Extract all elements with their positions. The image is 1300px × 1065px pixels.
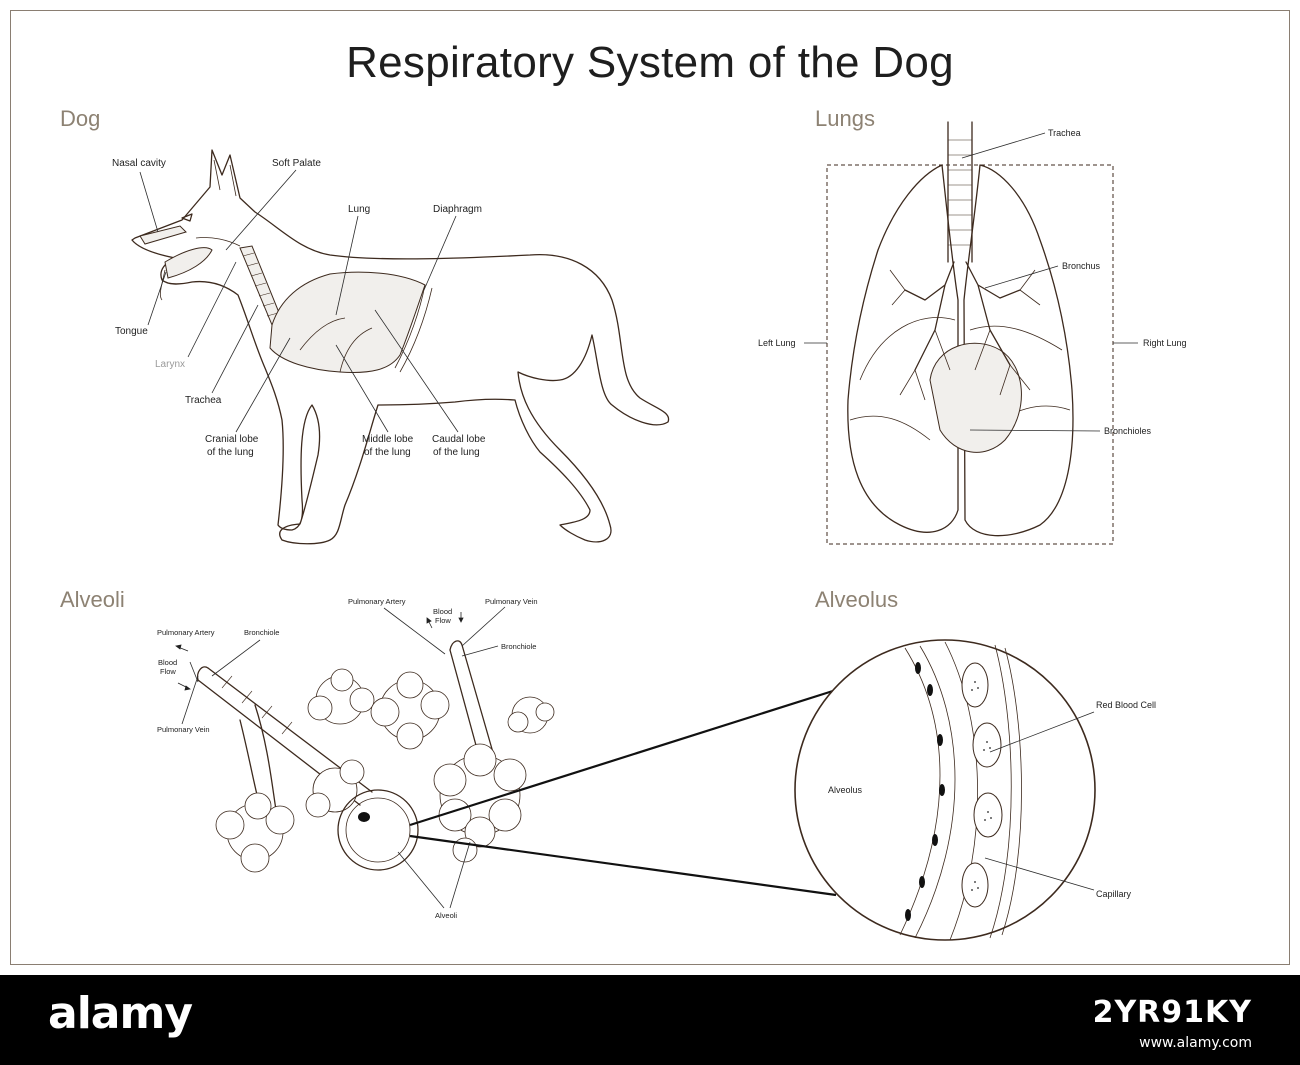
bronchiole-branches — [889, 269, 1041, 401]
alveoli-label-blood-flow-top-2: Flow — [435, 616, 451, 625]
alveolus-label-capillary: Capillary — [1096, 889, 1132, 899]
left-lung-shape — [847, 164, 959, 533]
right-lung-shape — [963, 164, 1074, 537]
label-soft-palate: Soft Palate — [272, 158, 321, 169]
label-middle-lobe-line2: of the lung — [364, 447, 411, 458]
alveoli-label-pulmonary-artery-top: Pulmonary Artery — [348, 597, 406, 606]
lungs-leader-lines — [804, 132, 1138, 432]
image-id: 2YR91KY — [1092, 995, 1252, 1030]
label-middle-lobe-line1: Middle lobe — [362, 434, 414, 445]
label-trachea: Trachea — [185, 395, 222, 406]
label-cranial-lobe-line2: of the lung — [207, 447, 254, 458]
alveoli-label-pulmonary-vein-top: Pulmonary Vein — [485, 597, 538, 606]
alveoli-leader-lines — [181, 606, 506, 909]
trachea-shape — [239, 245, 283, 326]
lungs-illustration: Trachea Bronchus Left Lung Right Lung Br… — [758, 121, 1187, 545]
alamy-logo: alamy — [48, 988, 193, 1039]
alveolus-label-alveolus: Alveolus — [828, 785, 863, 795]
dog-lung-shape — [269, 271, 426, 373]
red-blood-cells — [961, 662, 1003, 908]
section-heading-dog: Dog — [60, 106, 101, 131]
alveoli-label-pulmonary-artery-left: Pulmonary Artery — [157, 628, 215, 637]
alveoli-label-blood-flow-left-1: Blood — [158, 658, 177, 667]
alveolus-cross-section — [337, 789, 419, 871]
alveolus-leader-lines — [984, 711, 1095, 891]
label-tongue: Tongue — [115, 326, 148, 337]
page-title: Respiratory System of the Dog — [346, 38, 954, 87]
lungs-trachea — [947, 121, 973, 263]
anatomy-diagram: Nasal cavity Soft Palate Lung Diaphragm … — [112, 121, 1187, 941]
label-caudal-lobe-line1: Caudal lobe — [432, 434, 486, 445]
alveoli-label-blood-flow-left-2: Flow — [160, 667, 176, 676]
alveolus-opening — [358, 812, 370, 822]
alveoli-illustration: Pulmonary Artery Bronchiole Blood Flow P… — [157, 597, 837, 920]
lungs-dashed-frame — [826, 164, 1114, 545]
label-caudal-lobe-line2: of the lung — [433, 447, 480, 458]
lungs-label-right-lung: Right Lung — [1143, 338, 1187, 348]
alveoli-label-pulmonary-vein-left: Pulmonary Vein — [157, 725, 210, 734]
watermark-footer — [0, 975, 1300, 1065]
lungs-label-trachea: Trachea — [1048, 128, 1081, 138]
section-heading-alveoli: Alveoli — [60, 587, 125, 612]
section-heading-lungs: Lungs — [815, 106, 875, 131]
dog-illustration: Nasal cavity Soft Palate Lung Diaphragm … — [112, 149, 670, 545]
footer-url: www.alamy.com — [1139, 1035, 1252, 1051]
alveoli-clusters — [215, 668, 555, 873]
section-heading-alveolus: Alveolus — [815, 587, 899, 612]
label-lung: Lung — [348, 204, 370, 215]
alveolus-magnified: Red Blood Cell Alveolus Capillary — [794, 639, 1156, 941]
alveoli-label-alveoli: Alveoli — [435, 911, 457, 920]
label-nasal-cavity: Nasal cavity — [112, 158, 166, 169]
nasal-cavity-shape — [139, 225, 187, 245]
lungs-label-left-lung: Left Lung — [758, 338, 796, 348]
zoom-lines — [409, 688, 837, 897]
bronchiole-tube-top — [449, 644, 495, 761]
lungs-label-bronchus: Bronchus — [1062, 261, 1101, 271]
label-cranial-lobe-line1: Cranial lobe — [205, 434, 259, 445]
alveoli-label-bronchiole-right: Bronchiole — [501, 642, 536, 651]
tongue-shape — [164, 247, 213, 279]
lungs-label-bronchioles: Bronchioles — [1104, 426, 1152, 436]
dog-body-outline — [131, 149, 670, 545]
heart-shape — [929, 342, 1022, 453]
dog-leader-lines — [139, 169, 459, 433]
alveoli-label-bronchiole-left: Bronchiole — [244, 628, 279, 637]
alveolus-label-red-blood-cell: Red Blood Cell — [1096, 700, 1156, 710]
label-larynx: Larynx — [155, 359, 185, 370]
alveoli-label-blood-flow-top-1: Blood — [433, 607, 452, 616]
label-diaphragm: Diaphragm — [433, 204, 482, 215]
